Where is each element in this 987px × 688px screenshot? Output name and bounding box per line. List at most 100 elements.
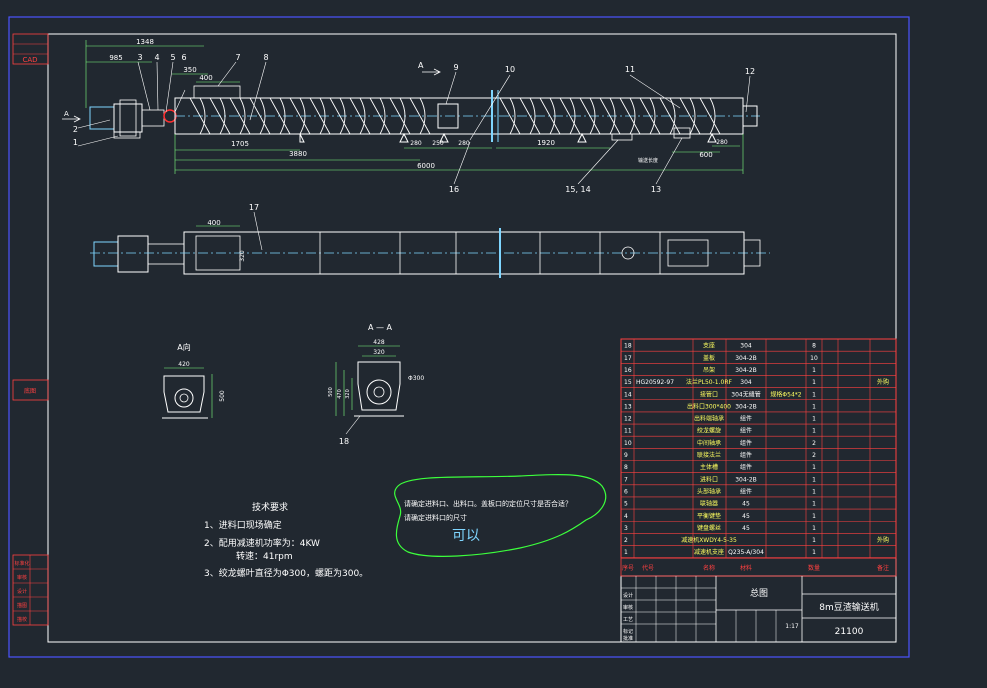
bom-cell-name: 平衡键垫 [697,512,721,520]
bom-cell-mat: 45 [742,525,750,532]
dim-250a: 250 [432,140,444,147]
bom-cell-mat: 组件 [740,463,752,471]
bom-cell-name: 绞龙螺旋 [697,427,721,435]
tech-line-3: 转速：41rpm [236,550,293,562]
side-marker: A [64,110,69,118]
bom-cell-mat: 组件 [740,415,752,423]
dim-600: 600 [699,151,712,159]
side-label-design: 设计 [17,588,27,595]
bom-cell-no: 5 [624,501,628,508]
bom-cell-name: 联接法兰 [697,451,721,459]
bom-cell-note: 外购 [877,536,889,544]
bom-cell-qty: 1 [812,476,816,483]
balloon-15-14: 15, 14 [565,185,590,194]
view-a-title: A向 [177,342,190,352]
bom-cell-name: 联轴器 [700,500,718,508]
bom-cell-name: 出料端轴承 [694,415,724,423]
tech-title: 技术要求 [252,501,288,513]
bom-cell-no: 17 [624,355,632,362]
bom-cell-mat: 组件 [740,451,752,459]
bom-cell-code: HG20592-97 [636,379,674,386]
bom-cell-note: 外购 [877,378,889,386]
bom-cell-no: 13 [624,403,632,410]
aa-height-1: 500 [328,387,334,397]
section-aa-title: A — A [368,323,393,332]
front-view: 1348 985 350 400 1705 3880 6000 280 250 … [62,38,760,194]
bom-cell-mat: 304 [740,343,752,350]
bom-cell-no: 9 [624,452,628,459]
bom-cell-qty: 1 [812,501,816,508]
view-a-height: 500 [219,390,226,402]
bom-header-cell: 序号 [622,564,634,572]
view-a-width: 420 [178,361,190,368]
dim-length-label: 输送长度 [638,157,658,164]
bom-cell-mat: 组件 [740,487,752,495]
balloon-17: 17 [249,203,259,212]
dim-280b: 280 [458,140,470,147]
bom-cell-qty: 1 [812,367,816,374]
drawing-number: 21100 [835,627,864,637]
bom-cell-qty: 1 [812,513,816,520]
outer-border [8,16,910,658]
bom-cell-name: 出料口300*400 [687,402,731,410]
note-line-2: 请确定进料口的尺寸 [404,513,467,522]
bom-cell-mat: 304-2B [735,367,757,374]
bom-cell-mat: 304无缝管 [731,390,760,398]
bom-cell-no: 18 [624,343,632,350]
bom-cell-no: 16 [624,367,632,374]
role-design: 设计 [623,592,633,599]
scale: 1:17 [785,623,799,630]
aa-width-2: 320 [373,349,385,356]
balloon-16: 16 [449,185,459,194]
bom-cell-name: 键盘螺丝 [697,524,721,532]
section-marker: A [418,61,424,70]
bom-cell-extra: 规格Φ54*2 [770,390,801,398]
bom-cell-no: 11 [624,428,632,435]
bom-header-cell: 备注 [877,564,889,572]
bom-cell-name: 法兰PL50-1.0RF [686,378,732,386]
aa-height-2: 470 [337,389,343,399]
role-process: 工艺 [623,617,633,623]
dim-1705: 1705 [231,140,249,148]
bom-cell-name: 减速机支座 [694,548,724,556]
view-a: A向 420 500 [162,342,226,419]
bom-cell-mat: 304-2B [735,355,757,362]
aa-diameter: Φ300 [408,375,424,382]
side-label-check: 描校 [17,616,27,623]
bom-cell-qty: 1 [812,488,816,495]
dim-280a: 280 [410,140,422,147]
bom-cell-no: 6 [624,488,628,495]
plan-view: 400 320 17 [90,203,770,278]
dim-6000: 6000 [417,162,435,170]
bom-cell-qty: 1 [812,549,816,556]
bom-cell-mat: 45 [742,501,750,508]
bom-cell-qty: 1 [812,379,816,386]
bom-cell-qty: 1 [812,428,816,435]
bom-cell-name: 进料口 [700,475,718,483]
bom-cell-mat: 304-2B [735,403,757,410]
bom-cell-no: 3 [624,525,628,532]
bom-cell-mat: Q235-A/304 [728,549,764,556]
balloon-11: 11 [625,65,635,74]
dim-985: 985 [109,54,122,62]
bom-cell-qty: 2 [812,452,816,459]
aa-height-3: 320 [345,389,351,399]
inner-border [47,33,897,643]
balloon-1: 1 [73,138,78,147]
bom-cell-no: 2 [624,537,628,544]
bom-header-cell: 数量 [808,564,820,572]
bom-cell-qty: 1 [812,403,816,410]
section-aa: A — A 428 320 Φ300 500 470 320 18 [328,323,424,446]
bom-cell-name: 吊架 [703,366,715,374]
bom-cell-name: 支座 [703,342,715,350]
tech-line-1: 1、进料口现场确定 [204,519,282,531]
balloon-6: 6 [181,53,186,62]
side-label-cad: CAD [22,56,37,64]
bom-cell-qty: 1 [812,391,816,398]
side-label-mid: 底图 [24,387,36,395]
balloon-2: 2 [73,125,78,134]
bom-header-cell: 代号 [642,564,654,572]
side-strip: CAD 底图 标准化 审核 设计 描图 描校 [12,33,49,626]
title-block: 标记 设计 审核 工艺 批准 总图 8m豆渣输送机 21100 1:17 [620,557,897,643]
